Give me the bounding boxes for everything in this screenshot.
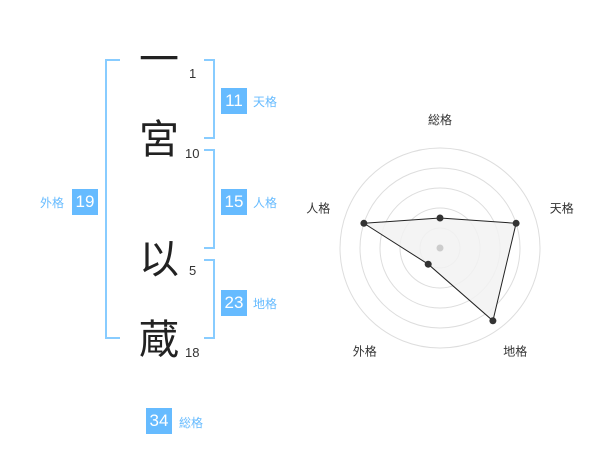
soukaku-badge: 34 bbox=[146, 408, 172, 434]
radar-axis-label-3: 地格 bbox=[503, 344, 527, 359]
radar-point-5 bbox=[360, 219, 368, 227]
radar-ring bbox=[359, 167, 521, 329]
soukaku-label: 総格 bbox=[179, 416, 204, 430]
name-char-2: 宮 bbox=[139, 117, 179, 163]
name-char-4: 蔵 bbox=[139, 317, 179, 363]
radar-ring bbox=[339, 147, 541, 349]
radar-axis-label-4: 外格 bbox=[353, 344, 377, 359]
radar-center-dot bbox=[436, 244, 444, 252]
radar-axis-label-2: 天格 bbox=[550, 200, 574, 215]
stroke-count-3: 5 bbox=[189, 263, 197, 278]
gaikaku-label: 外格 bbox=[40, 196, 65, 210]
chikaku-badge: 23 bbox=[221, 290, 247, 316]
stroke-count-1: 1 bbox=[189, 66, 197, 81]
chikaku-label: 地格 bbox=[253, 297, 278, 311]
tenkaku-badge: 11 bbox=[221, 88, 247, 114]
radar-point-2 bbox=[512, 219, 520, 227]
radar-axis-label-5: 人格 bbox=[306, 200, 330, 215]
tenkaku-bracket bbox=[204, 59, 215, 139]
radar-point-1 bbox=[436, 214, 444, 222]
radar-axis-label-1: 総格 bbox=[428, 112, 452, 127]
tenkaku-label: 天格 bbox=[253, 95, 278, 109]
gaikaku-badge: 19 bbox=[72, 189, 98, 215]
radar-point-4 bbox=[424, 260, 432, 268]
jinkaku-badge: 15 bbox=[221, 189, 247, 215]
name-char-1: 一 bbox=[139, 37, 179, 83]
chikaku-bracket bbox=[204, 259, 215, 339]
stroke-count-2: 10 bbox=[185, 146, 200, 161]
gaikaku-bracket bbox=[105, 59, 120, 339]
stroke-count-4: 18 bbox=[185, 345, 200, 360]
name-char-3: 以 bbox=[139, 237, 179, 283]
jinkaku-bracket bbox=[204, 149, 215, 249]
radar-point-3 bbox=[489, 317, 497, 325]
radar-area bbox=[362, 217, 517, 322]
jinkaku-label: 人格 bbox=[253, 196, 278, 210]
